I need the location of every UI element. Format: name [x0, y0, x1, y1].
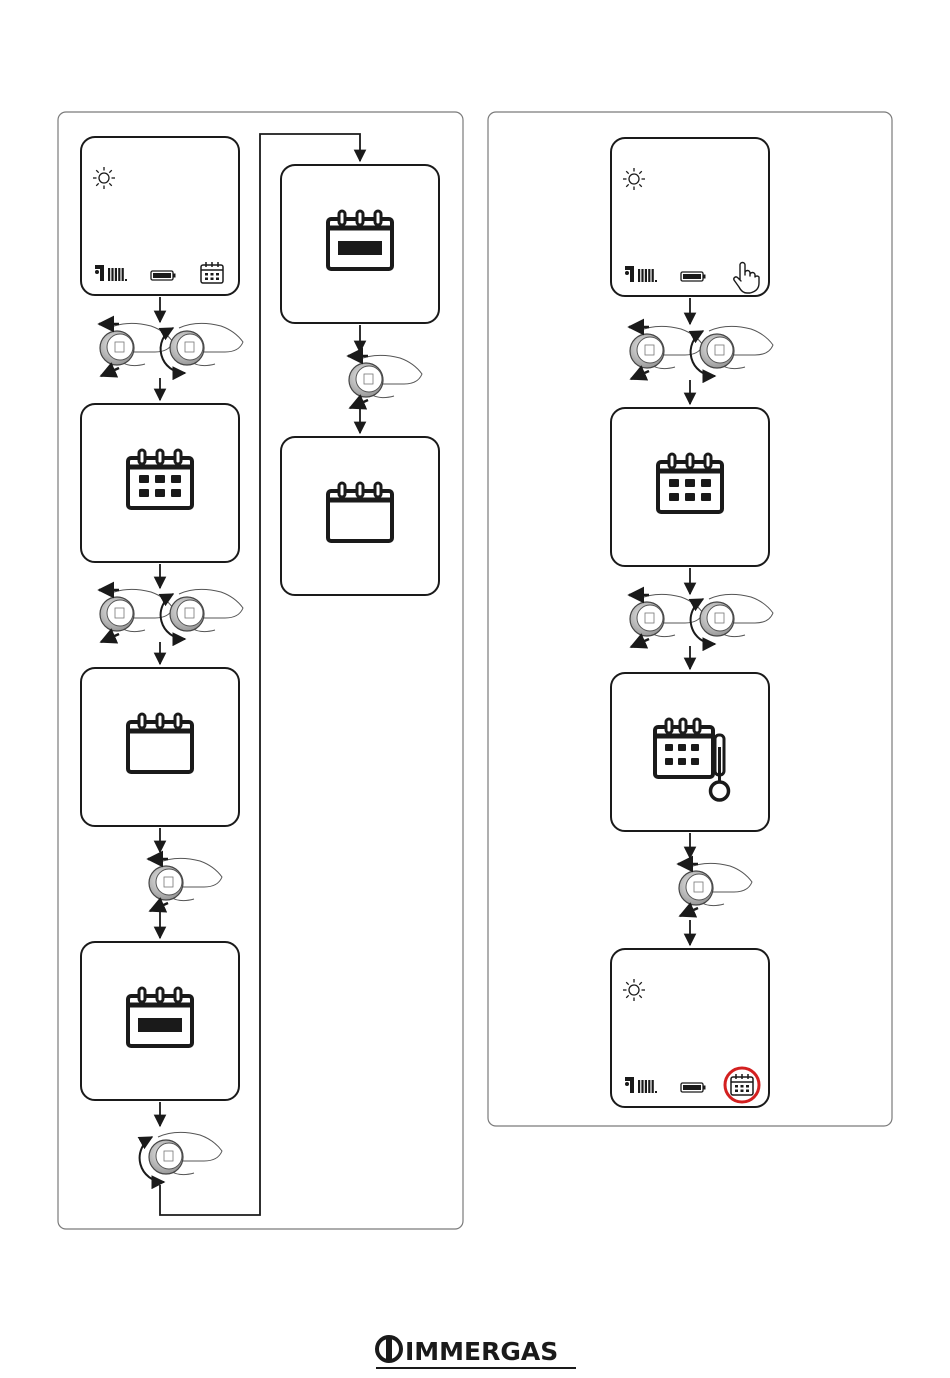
push-knob: [99, 589, 173, 642]
gesture-push-5: [348, 355, 422, 408]
screen-l4: [81, 942, 239, 1100]
push-knob: [629, 326, 703, 379]
push-knob: [629, 594, 703, 647]
gesture-push-and-turn-2: [99, 589, 243, 642]
gesture-push-and-turn-6: [629, 326, 773, 379]
screen-l3: [81, 668, 239, 826]
gesture-turn-4: [140, 1132, 222, 1182]
turn-knob: [161, 323, 243, 373]
screen-r1: [611, 138, 769, 296]
gesture-push-and-turn-7: [629, 594, 773, 647]
immergas-logo: IMMERGAS: [376, 1337, 576, 1368]
screen-r4: [611, 949, 769, 1107]
logo-wordmark: IMMERGAS: [405, 1337, 558, 1366]
push-knob: [99, 323, 173, 376]
turn-knob: [691, 594, 773, 644]
logo-flame-mark: [377, 1337, 401, 1361]
screen-r2: [611, 408, 769, 566]
screen-l5: [281, 165, 439, 323]
gesture-push-3: [148, 858, 222, 911]
screen-l2: [81, 404, 239, 562]
turn-knob: [161, 589, 243, 639]
gesture-push-8: [678, 863, 752, 916]
screen-l6: [281, 437, 439, 595]
turn-knob: [691, 326, 773, 376]
screen-l1: [81, 137, 239, 295]
gesture-push-and-turn-1: [99, 323, 243, 376]
screen-r3: [611, 673, 769, 831]
